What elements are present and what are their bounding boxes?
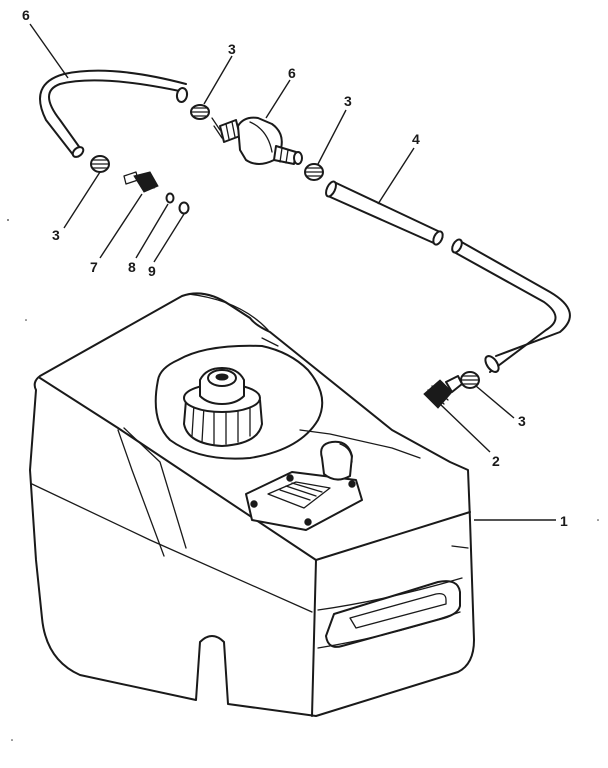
tank-outlet-plate[interactable] <box>245 440 363 531</box>
fuel-hose-tank-side[interactable] <box>450 238 571 374</box>
filler-cap[interactable] <box>183 367 263 447</box>
callout-leaders <box>29 23 556 521</box>
fuel-hose-straight[interactable] <box>324 180 445 246</box>
tank-fitting[interactable] <box>423 375 463 409</box>
engine-fitting[interactable] <box>123 171 159 193</box>
callout-hose-straight: 4 <box>412 131 420 147</box>
callout-hose-upper: 6 <box>22 7 30 23</box>
callout-numbers: 6 3 6 3 4 3 7 8 9 2 3 1 <box>22 7 568 529</box>
callout-o-ring-8: 8 <box>128 259 136 275</box>
fuel-hose-curved[interactable] <box>39 69 189 159</box>
scan-speckles <box>7 219 599 741</box>
primer-bulb[interactable] <box>211 116 303 165</box>
callout-primer-bulb: 6 <box>288 65 296 81</box>
callout-fuel-tank: 1 <box>560 513 568 529</box>
hose-clamp-d[interactable] <box>460 371 480 389</box>
o-ring-8[interactable] <box>165 192 175 204</box>
callout-o-ring-9: 9 <box>148 263 156 279</box>
hose-clamp-c[interactable] <box>90 155 110 173</box>
hose-clamp-b[interactable] <box>304 163 324 181</box>
fuel-tank[interactable] <box>29 292 475 717</box>
callout-fitting-engine: 7 <box>90 259 98 275</box>
callout-clamp-b: 3 <box>344 93 352 109</box>
callout-clamp-a: 3 <box>228 41 236 57</box>
o-ring-9[interactable] <box>178 201 190 215</box>
callout-fitting-tank: 2 <box>492 453 500 469</box>
callout-clamp-d: 3 <box>518 413 526 429</box>
callout-clamp-c: 3 <box>52 227 60 243</box>
hose-clamp-a[interactable] <box>190 104 210 120</box>
